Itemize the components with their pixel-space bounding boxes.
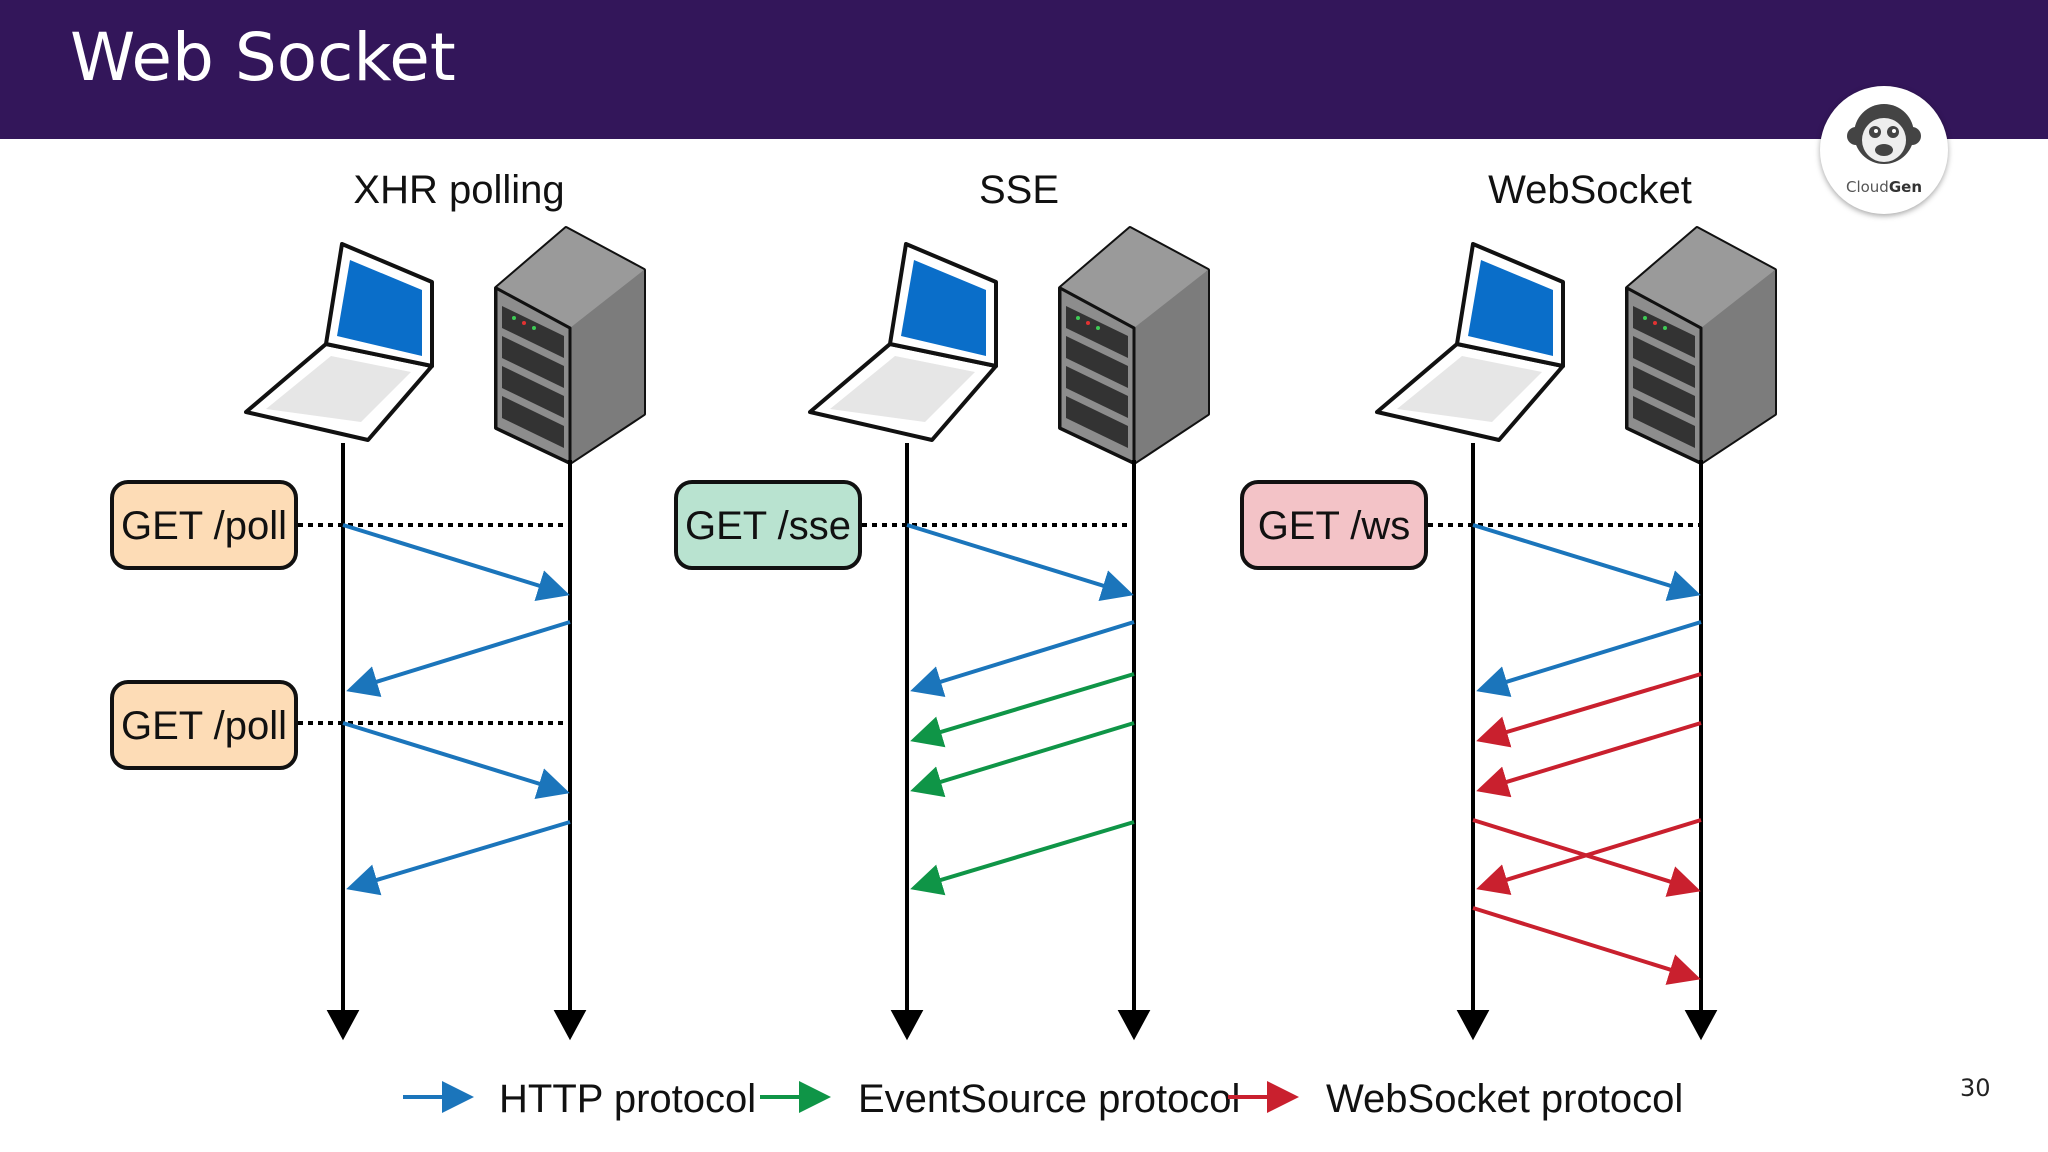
column-title-xhr: XHR polling (353, 168, 564, 212)
svg-text:EventSource protocol: EventSource protocol (858, 1077, 1240, 1121)
svg-text:GET /poll: GET /poll (121, 504, 287, 548)
request-label-websocket: GET /ws (1240, 480, 1428, 570)
request-label-xhr-1: GET /poll (110, 480, 298, 570)
legend-item-eventsource: EventSource protocol (760, 1077, 1240, 1121)
svg-text:WebSocket protocol: WebSocket protocol (1326, 1077, 1683, 1121)
slide-title: Web Socket (70, 19, 456, 96)
legend-item-websocket: WebSocket protocol (1228, 1077, 1683, 1121)
legend: HTTP protocol EventSource protocol WebSo… (403, 1077, 1683, 1121)
server-sse (1058, 226, 1210, 465)
svg-text:HTTP protocol: HTTP protocol (499, 1077, 756, 1121)
page-number: 30 (1960, 1074, 1991, 1102)
server-websocket (1625, 226, 1777, 465)
logo-text: CloudGen (1845, 178, 1923, 196)
svg-text:GET /poll: GET /poll (121, 704, 287, 748)
client-laptop-websocket (1375, 242, 1565, 442)
svg-text:GET /sse: GET /sse (685, 504, 851, 548)
cloudgen-logo: CloudGen (1820, 86, 1948, 214)
xhr-arrows (342, 523, 571, 896)
column-title-sse: SSE (979, 168, 1059, 212)
legend-item-http: HTTP protocol (403, 1077, 756, 1121)
websocket-arrows (1472, 523, 1702, 985)
request-label-xhr-2: GET /poll (110, 680, 298, 770)
column-title-websocket: WebSocket (1488, 168, 1692, 212)
request-label-sse: GET /sse (674, 480, 862, 570)
client-laptop-xhr (244, 242, 434, 442)
sse-arrows (906, 523, 1135, 896)
svg-text:GET /ws: GET /ws (1258, 504, 1411, 548)
server-xhr (494, 226, 646, 465)
client-laptop-sse (808, 242, 998, 442)
lifelines (326, 443, 1718, 1041)
monkey-face-icon (1847, 104, 1921, 164)
slide-header: Web Socket (0, 0, 2048, 139)
